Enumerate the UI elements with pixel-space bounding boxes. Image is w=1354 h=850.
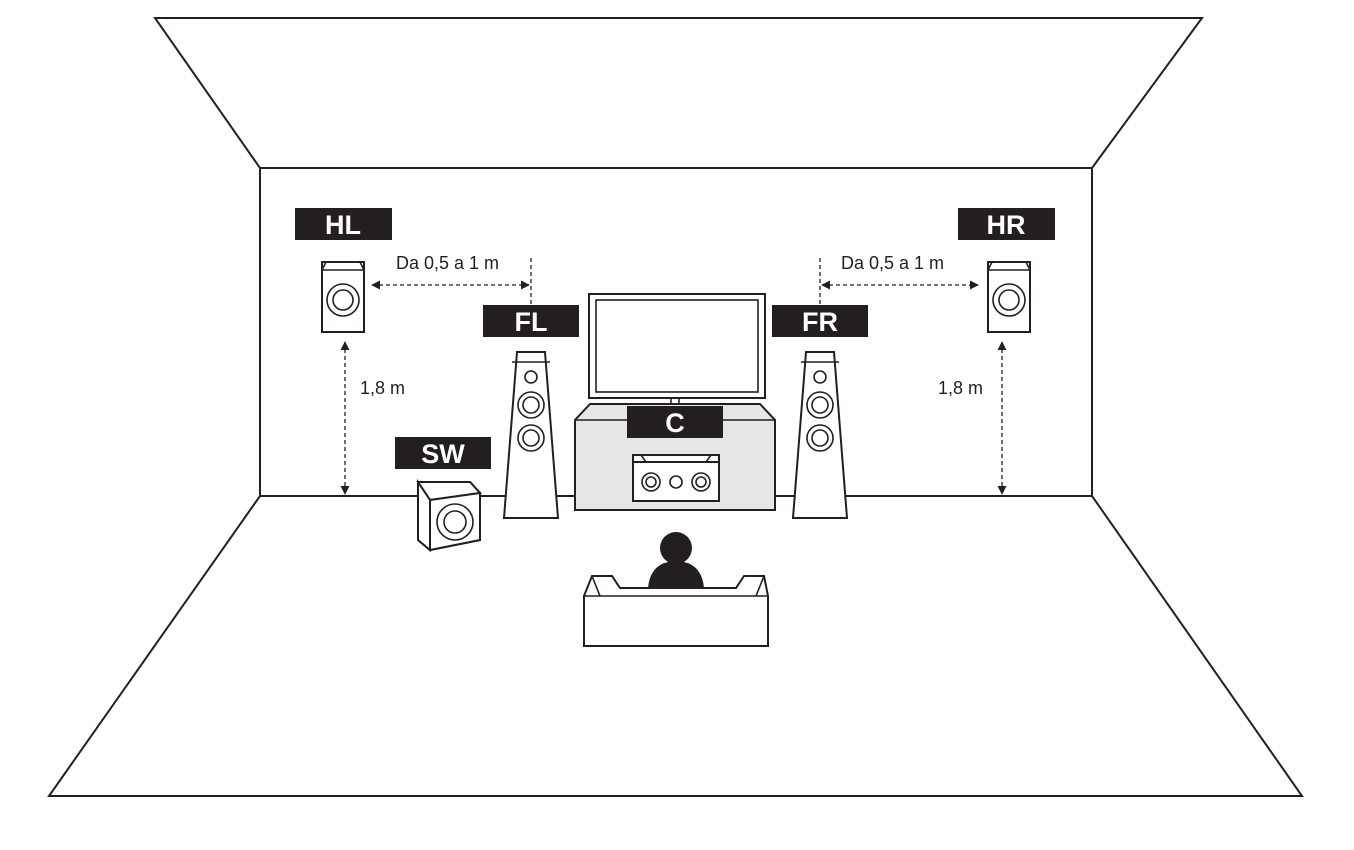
label-FL: FL — [483, 305, 579, 337]
left-height-distance: 1,8 m — [360, 378, 405, 398]
right-dimensions — [819, 258, 1007, 495]
listener-icon — [648, 532, 704, 588]
label-C: C — [627, 406, 723, 438]
height-left-speaker — [321, 261, 365, 333]
sofa — [583, 575, 769, 647]
right-horizontal-distance: Da 0,5 a 1 m — [841, 253, 944, 273]
svg-text:FR: FR — [802, 307, 838, 337]
height-right-speaker — [987, 261, 1031, 333]
svg-text:HL: HL — [325, 210, 361, 240]
left-dimensions — [340, 258, 532, 495]
label-FR: FR — [772, 305, 868, 337]
svg-text:FL: FL — [515, 307, 548, 337]
subwoofer — [416, 478, 483, 553]
right-height-distance: 1,8 m — [938, 378, 983, 398]
label-HR: HR — [958, 208, 1055, 240]
svg-text:HR: HR — [987, 210, 1026, 240]
ceiling — [153, 17, 1204, 169]
label-SW: SW — [395, 437, 491, 469]
front-right-speaker — [791, 351, 849, 519]
label-HL: HL — [295, 208, 392, 240]
svg-text:SW: SW — [421, 439, 465, 469]
tv — [588, 293, 766, 406]
front-left-speaker — [502, 351, 560, 519]
left-horizontal-distance: Da 0,5 a 1 m — [396, 253, 499, 273]
svg-text:C: C — [665, 408, 685, 438]
center-speaker — [632, 454, 720, 502]
